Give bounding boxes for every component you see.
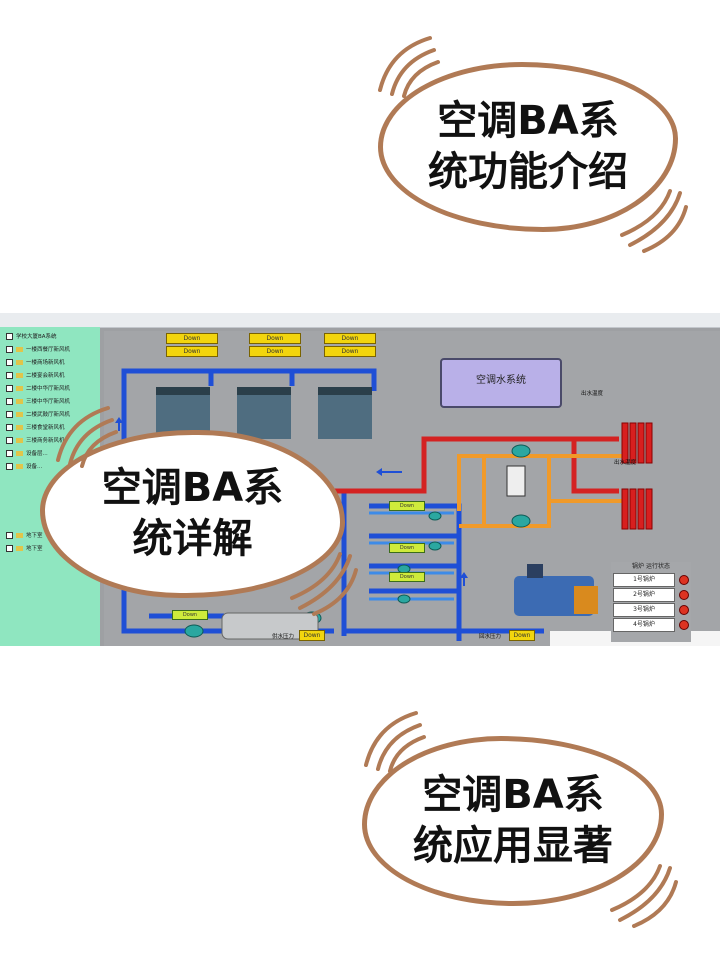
supply-pressure-label: 供水压力 xyxy=(272,634,295,640)
tree-item-label: 三楼食堂新风机 xyxy=(26,425,65,431)
chiller xyxy=(221,612,319,640)
tree-item[interactable]: 三楼中华厅新风机 xyxy=(6,398,70,407)
tree-item-label: 设备层... xyxy=(26,451,48,457)
bubble-bottom-line1: 空调BA系 xyxy=(422,771,604,818)
boiler-row: 1号锅炉 xyxy=(611,573,691,587)
boiler-row: 2号锅炉 xyxy=(611,588,691,602)
outlet-temp-label: 出水温度 xyxy=(581,391,604,397)
down-tag[interactable]: Down xyxy=(324,346,376,357)
down-tag[interactable]: Down xyxy=(249,346,301,357)
title-bubble-bottom: 空调BA系 统应用显著 xyxy=(362,736,664,906)
down-tag[interactable]: Down xyxy=(324,333,376,344)
bubble-bottom-line2: 统应用显著 xyxy=(413,823,613,869)
bubble-top-line1: 空调BA系 xyxy=(437,97,619,144)
tree-item[interactable]: 三楼商务新风机 xyxy=(6,437,65,446)
boiler-label[interactable]: 3号锅炉 xyxy=(613,603,675,617)
window-top-bar xyxy=(0,313,720,328)
outlet-temp-label: 出水温度 xyxy=(614,460,637,466)
hot-water-pipes xyxy=(314,436,619,494)
down-tag[interactable]: Down xyxy=(249,333,301,344)
tree-item-label: 三楼商务新风机 xyxy=(26,438,65,444)
status-indicator-icon xyxy=(679,605,689,615)
tree-item[interactable]: 二楼中华厅新风机 xyxy=(6,385,70,394)
boiler-status-header: 锅炉 运行状态 xyxy=(632,563,670,570)
tree-item-label: 设备... xyxy=(26,464,43,470)
down-tag[interactable]: Down xyxy=(389,543,425,553)
status-indicator-icon xyxy=(679,575,689,585)
down-tag[interactable]: Down xyxy=(299,630,325,641)
bubble-middle-line1: 空调BA系 xyxy=(101,464,284,511)
title-bubble-top: 空调BA系 统功能介绍 xyxy=(378,62,678,232)
tree-item[interactable]: 一楼商场新风机 xyxy=(6,359,65,368)
tree-item-label: 二楼宴会新风机 xyxy=(26,373,65,379)
tree-item[interactable]: 设备层... xyxy=(6,450,48,459)
boiler-row: 4号锅炉 xyxy=(611,618,691,632)
system-title: 空调水系统 xyxy=(440,358,562,408)
return-pressure-label: 回水压力 xyxy=(479,634,502,640)
heat-exchanger xyxy=(506,465,526,497)
tree-item-label: 地下室 xyxy=(26,546,43,552)
pipe-diagram xyxy=(115,368,720,646)
status-indicator-icon xyxy=(679,590,689,600)
title-bubble-middle: 空调BA系 统详解 xyxy=(40,430,345,598)
boiler-label[interactable]: 1号锅炉 xyxy=(613,573,675,587)
tree-item[interactable]: 设备... xyxy=(6,463,42,472)
boiler-label[interactable]: 4号锅炉 xyxy=(613,618,675,632)
bubble-top-line2: 统功能介绍 xyxy=(428,149,628,195)
tree-item[interactable]: 三楼食堂新风机 xyxy=(6,424,65,433)
down-tag[interactable]: Down xyxy=(166,346,218,357)
boiler-status-panel: 锅炉 运行状态 1号锅炉 2号锅炉 3号锅炉 4号锅炉 xyxy=(611,562,691,642)
down-tag[interactable]: Down xyxy=(389,501,425,511)
radiators xyxy=(621,422,653,530)
boiler-row: 3号锅炉 xyxy=(611,603,691,617)
tree-root[interactable]: 学校大厦BA系统 xyxy=(6,333,57,342)
tree-item[interactable]: 地下室 xyxy=(6,532,43,541)
down-tag[interactable]: Down xyxy=(172,610,208,620)
tree-item-label: 三楼中华厅新风机 xyxy=(26,399,71,405)
tree-item-label: 一楼西餐厅新风机 xyxy=(26,347,71,353)
boiler-label[interactable]: 2号锅炉 xyxy=(613,588,675,602)
tree-root-label: 学校大厦BA系统 xyxy=(16,334,57,340)
tree-item-label: 地下室 xyxy=(26,533,43,539)
down-tag[interactable]: Down xyxy=(166,333,218,344)
boiler xyxy=(514,564,598,616)
tree-item[interactable]: 地下室 xyxy=(6,545,43,554)
status-indicator-icon xyxy=(679,620,689,630)
tree-item[interactable]: 一楼西餐厅新风机 xyxy=(6,346,70,355)
tree-item-label: 二楼中华厅新风机 xyxy=(26,386,71,392)
tree-item-label: 一楼商场新风机 xyxy=(26,360,65,366)
tree-item-label: 二楼武鼓厅新风机 xyxy=(26,412,71,418)
down-tag[interactable]: Down xyxy=(509,630,535,641)
tree-item[interactable]: 二楼宴会新风机 xyxy=(6,372,65,381)
down-tag[interactable]: Down xyxy=(389,572,425,582)
tree-item[interactable]: 二楼武鼓厅新风机 xyxy=(6,411,70,420)
bubble-middle-line2: 统详解 xyxy=(132,516,253,562)
